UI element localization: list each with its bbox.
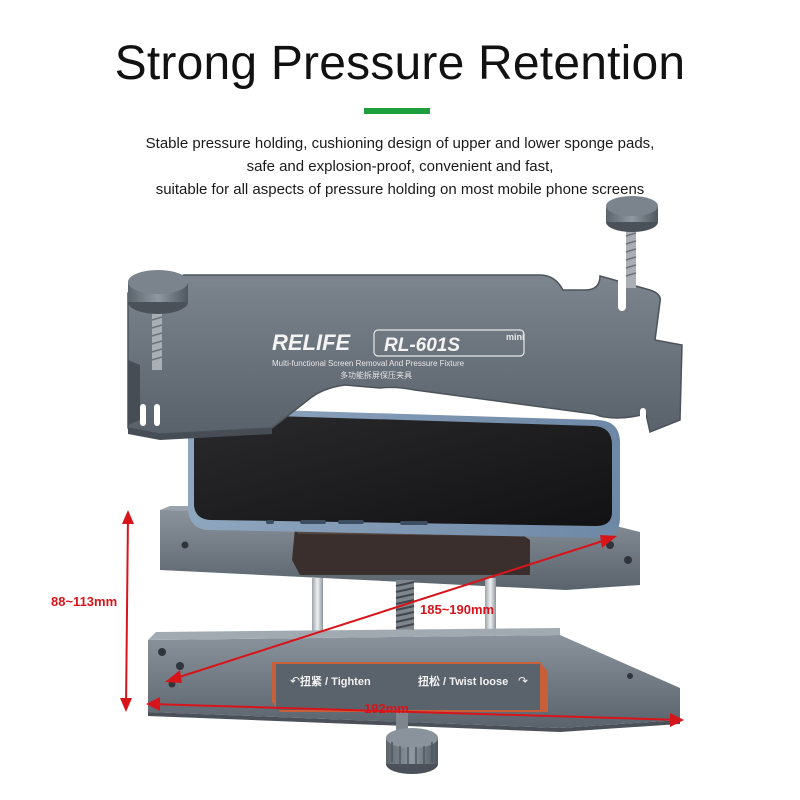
description-line-2: safe and explosion-proof, convenient and… [246,158,554,175]
loosen-arrow-icon: ↷ [518,674,528,688]
height-dimension-line [120,510,134,712]
model-name: RL-601S [384,335,460,356]
width-dimension-label: 192mm [364,701,409,716]
plate-slot [154,404,160,426]
phone-button [300,520,326,524]
description-line-3: suitable for all aspects of pressure hol… [155,181,645,198]
tighten-label: 扭紧 / Tighten [300,674,371,688]
plate-slot [640,408,646,422]
description-line-1: Stable pressure holding, cushioning desi… [145,135,655,152]
right-top-knob [606,196,658,288]
product-subtitle-en: Multi-functional Screen Removal And Pres… [272,359,465,368]
width-dimension-line [146,697,684,727]
left-top-knob [128,270,188,370]
plate-slot [618,275,626,311]
page-title: Strong Pressure Retention [114,37,686,90]
model-badge: mini [506,332,525,342]
title-underline [364,108,430,114]
top-plate [127,274,683,440]
phone-button [338,520,364,524]
tighten-arrow-icon: ↶ [290,674,300,688]
model-box [373,329,525,357]
diagonal-dimension-line [165,535,617,683]
product-subtitle-cn: 多功能拆屏保压夹具 [340,370,412,380]
bottom-knob [386,712,438,774]
brand-logo: RELIFE [272,330,352,355]
phone [188,408,620,538]
guide-rods [312,578,496,642]
phone-button [400,521,428,525]
diagonal-dimension-label: 185~190mm [420,602,494,617]
front-pressure-pad [272,662,548,712]
plate-slot [140,404,146,426]
description: Stable pressure holding, cushioning desi… [0,132,800,201]
loosen-label: 扭松 / Twist loose [418,674,508,688]
height-dimension-label: 88~113mm [51,594,117,609]
phone-button [266,520,274,524]
